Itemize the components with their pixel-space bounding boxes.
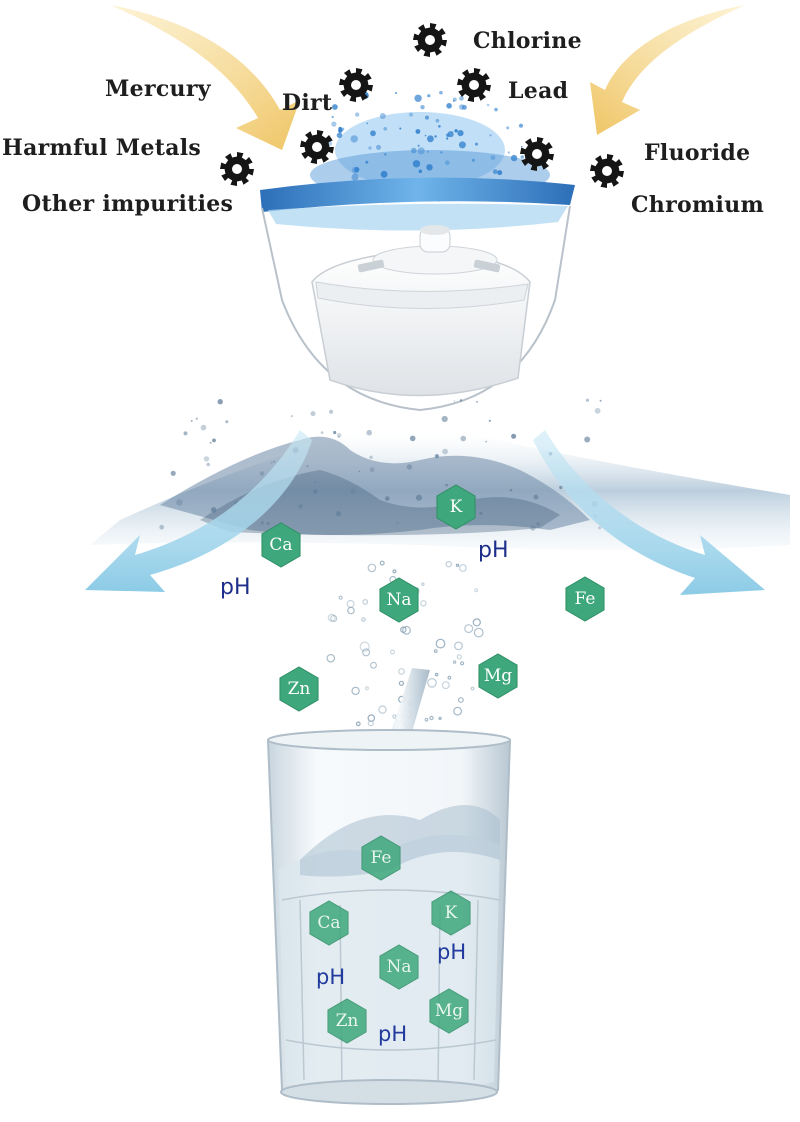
label-lead: Lead (508, 78, 569, 104)
mineral-hexagon-mg: Mg (426, 988, 472, 1034)
mineral-hexagon-zn: Zn (276, 666, 322, 712)
ph-label: pH (316, 965, 346, 989)
label-mercury: Mercury (105, 76, 211, 102)
gear-icon (411, 21, 449, 59)
mineral-hexagon-fe: Fe (358, 835, 404, 881)
gear-icon (337, 66, 375, 104)
gear-icon (218, 150, 256, 188)
hexagon-icon (379, 944, 419, 990)
mineral-hexagon-na: Na (376, 577, 422, 623)
mineral-symbol: Ca (269, 535, 293, 555)
hexagon-icon (361, 835, 401, 881)
gear-icon (588, 152, 626, 190)
mineral-symbol: Zn (287, 679, 311, 699)
mineral-symbol: K (444, 903, 458, 923)
hexagon-icon (478, 653, 518, 699)
label-fluoride: Fluoride (644, 140, 751, 166)
gear-icon (298, 128, 336, 166)
hexagon-icon (309, 900, 349, 946)
mineral-symbol: Ca (317, 913, 341, 933)
label-dirt: Dirt (282, 90, 333, 116)
gear-icon (518, 135, 556, 173)
mineral-symbol: K (449, 497, 463, 517)
mineral-hexagon-na: Na (376, 944, 422, 990)
mineral-hexagon-k: K (428, 890, 474, 936)
ph-label: pH (220, 575, 251, 600)
label-chromium: Chromium (631, 192, 765, 218)
label-chlorine: Chlorine (473, 28, 582, 54)
hexagon-icon (327, 998, 367, 1044)
mineral-hexagon-k: K (433, 484, 479, 530)
mineral-symbol: Na (386, 957, 412, 977)
mineral-symbol: Zn (335, 1011, 359, 1031)
label-harmful-metals: Harmful Metals (2, 135, 202, 161)
ph-label: pH (378, 1022, 408, 1046)
mineral-hexagon-zn: Zn (324, 998, 370, 1044)
mineral-symbol: Mg (483, 666, 513, 686)
hexagon-icon (565, 576, 605, 622)
mineral-hexagon-ca: Ca (258, 522, 304, 568)
label-other-impurities: Other impurities (22, 191, 234, 217)
hexagon-icon (279, 666, 319, 712)
mineral-hexagon-ca: Ca (306, 900, 352, 946)
hexagon-icon (261, 522, 301, 568)
ph-label: pH (437, 940, 467, 964)
ph-label: pH (478, 538, 509, 563)
mineral-symbol: Mg (434, 1001, 464, 1021)
hexagon-icon (436, 484, 476, 530)
mineral-hexagon-fe: Fe (562, 576, 608, 622)
mineral-symbol: Fe (370, 848, 392, 868)
hexagon-icon (431, 890, 471, 936)
mineral-symbol: Na (386, 590, 412, 610)
hexagon-icon (429, 988, 469, 1034)
mineral-hexagon-mg: Mg (475, 653, 521, 699)
hexagon-icon (379, 577, 419, 623)
gear-icon (455, 66, 493, 104)
mineral-symbol: Fe (574, 589, 596, 609)
